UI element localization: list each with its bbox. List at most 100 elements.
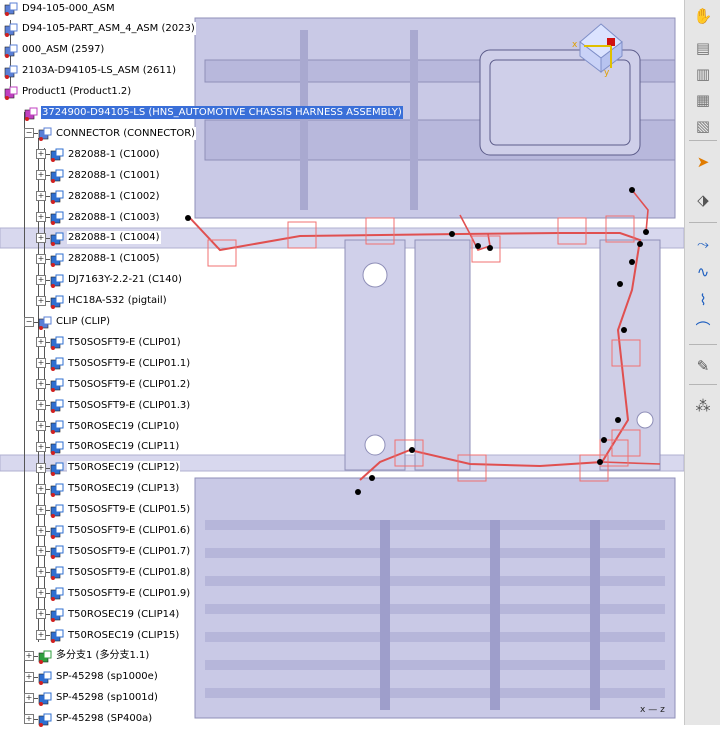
bundle-icon[interactable]: ∿	[696, 263, 710, 281]
tree-node-label: SP-45298 (SP400a)	[55, 712, 154, 726]
tree-expand-toggle[interactable]: +	[36, 567, 46, 578]
tree-node[interactable]: T50SOSFT9-E (CLIP01.5)	[50, 501, 192, 519]
select-arrow-icon[interactable]: ➤	[696, 153, 710, 171]
tree-node-label: HC18A-S32 (pigtail)	[67, 294, 168, 308]
tree-node[interactable]: T50ROSEC19 (CLIP14)	[50, 605, 181, 623]
tree-expand-toggle[interactable]: +	[36, 462, 46, 473]
copy-icon[interactable]: ▥	[695, 65, 711, 83]
tree-expand-toggle[interactable]: +	[36, 295, 46, 306]
tree-expand-toggle[interactable]: +	[36, 504, 46, 515]
tree-expand-toggle[interactable]: +	[36, 149, 46, 160]
tree-node[interactable]: SP-45298 (sp1000e)	[38, 668, 159, 686]
tree-node-label: DJ7163Y-2.2-21 (C140)	[67, 273, 183, 287]
clip-part-icon	[50, 461, 64, 476]
tree-node[interactable]: 282088-1 (C1005)	[50, 250, 161, 268]
tree-node-label: SP-45298 (sp1001d)	[55, 691, 159, 705]
tree-expand-toggle[interactable]: −	[24, 128, 34, 139]
tree-node[interactable]: DJ7163Y-2.2-21 (C140)	[50, 271, 183, 289]
layer-icon[interactable]: ▧	[695, 117, 711, 135]
tree-expand-toggle[interactable]: +	[24, 671, 34, 682]
specification-tree[interactable]: D94-105-000_ASM D94-105-PART_ASM_4_ASM (2…	[0, 0, 403, 728]
toolbar-separator	[689, 140, 717, 141]
tree-node[interactable]: SP-45298 (SP400a)	[38, 710, 154, 728]
tree-expand-toggle[interactable]: +	[36, 588, 46, 599]
tree-expand-toggle[interactable]: +	[24, 650, 34, 661]
tree-node[interactable]: 282088-1 (C1000)	[50, 145, 161, 163]
tree-expand-toggle[interactable]: +	[36, 253, 46, 264]
tree-expand-toggle[interactable]: +	[36, 358, 46, 369]
chassis-bottom-slat	[205, 576, 665, 586]
harness-node	[617, 281, 623, 287]
pencil-icon[interactable]: ✎	[696, 357, 710, 375]
tree-node[interactable]: T50SOSFT9-E (CLIP01.8)	[50, 563, 192, 581]
toolbar-separator	[689, 344, 717, 345]
network-icon[interactable]: ⁂	[695, 397, 711, 415]
tree-node[interactable]: 2103A-D94105-LS_ASM (2611)	[4, 62, 177, 80]
tree-node[interactable]: HC18A-S32 (pigtail)	[50, 292, 168, 310]
tree-node[interactable]: 000_ASM (2597)	[4, 41, 106, 59]
tree-expand-toggle[interactable]: +	[36, 379, 46, 390]
tree-guide-line	[24, 112, 25, 720]
tree-node[interactable]: CONNECTOR (CONNECTOR)	[38, 124, 197, 142]
tree-node[interactable]: 282088-1 (C1004)	[50, 229, 161, 247]
select-mode-icon[interactable]: ⬗	[697, 191, 709, 209]
tree-expand-toggle[interactable]: +	[36, 191, 46, 202]
tree-expand-toggle[interactable]: +	[36, 170, 46, 181]
route-icon[interactable]: ⤳	[696, 235, 709, 253]
tree-expand-toggle[interactable]: +	[36, 441, 46, 452]
tree-expand-toggle[interactable]: +	[36, 400, 46, 411]
tree-node[interactable]: T50SOSFT9-E (CLIP01.3)	[50, 396, 192, 414]
tree-expand-toggle[interactable]: +	[36, 525, 46, 536]
tree-node[interactable]: Product1 (Product1.2)	[4, 83, 133, 101]
tree-node[interactable]: 多分支1 (多分支1.1)	[38, 647, 151, 665]
tree-expand-toggle[interactable]: −	[24, 316, 34, 327]
tree-expand-toggle[interactable]: +	[36, 337, 46, 348]
tree-node[interactable]: T50SOSFT9-E (CLIP01.9)	[50, 584, 192, 602]
tree-node[interactable]: 282088-1 (C1002)	[50, 187, 161, 205]
tree-expand-toggle[interactable]: +	[36, 232, 46, 243]
tree-node[interactable]: T50SOSFT9-E (CLIP01.1)	[50, 354, 192, 372]
tree-node[interactable]: D94-105-000_ASM	[4, 0, 116, 17]
tree-node[interactable]: 282088-1 (C1003)	[50, 208, 161, 226]
3d-viewport[interactable]: x y x — z	[0, 0, 684, 725]
tree-expand-toggle[interactable]: +	[36, 609, 46, 620]
tree-expand-toggle[interactable]: +	[36, 630, 46, 640]
tree-node[interactable]: T50ROSEC19 (CLIP15)	[50, 626, 181, 644]
tree-expand-toggle[interactable]: +	[36, 546, 46, 557]
connector-part-icon	[50, 210, 64, 225]
tree-node[interactable]: T50SOSFT9-E (CLIP01.2)	[50, 375, 192, 393]
tree-expand-toggle[interactable]: +	[24, 713, 34, 724]
branch-icon[interactable]: ⌇	[699, 291, 707, 309]
tree-node[interactable]: T50ROSEC19 (CLIP12)	[50, 459, 181, 477]
tree-node[interactable]: T50SOSFT9-E (CLIP01.7)	[50, 542, 192, 560]
tree-expand-toggle[interactable]: +	[24, 692, 34, 703]
tree-expand-toggle[interactable]: +	[36, 483, 46, 494]
tree-node[interactable]: T50SOSFT9-E (CLIP01)	[50, 333, 182, 351]
compass-icon[interactable]: x y	[570, 18, 632, 80]
battery-box-inner	[489, 59, 631, 146]
tree-node-label: 282088-1 (C1001)	[67, 168, 161, 182]
connector-part-icon	[50, 231, 64, 246]
tree-node[interactable]: T50ROSEC19 (CLIP10)	[50, 417, 181, 435]
tree-node[interactable]: T50ROSEC19 (CLIP11)	[50, 438, 181, 456]
save-icon[interactable]: ▤	[695, 39, 711, 57]
tree-node-label: T50SOSFT9-E (CLIP01.6)	[67, 524, 192, 537]
tree-expand-toggle[interactable]: +	[36, 212, 46, 222]
tree-node-label: T50ROSEC19 (CLIP12)	[67, 461, 181, 475]
tree-node[interactable]: D94-105-PART_ASM_4_ASM (2023)	[4, 20, 196, 38]
paste-icon[interactable]: ▦	[695, 91, 711, 109]
tree-node[interactable]: T50ROSEC19 (CLIP13)	[50, 480, 181, 498]
hand-icon[interactable]: ✋	[693, 7, 713, 25]
tree-expand-toggle[interactable]: +	[36, 274, 46, 285]
tree-node[interactable]: 3724900-D94105-LS (HNS_AUTOMOTIVE CHASSI…	[24, 104, 403, 122]
tree-node[interactable]: T50SOSFT9-E (CLIP01.6)	[50, 522, 192, 540]
splice-part-icon	[38, 670, 52, 685]
tree-node-label: 282088-1 (C1005)	[67, 252, 161, 266]
chassis-bottom-slat	[205, 604, 665, 614]
tree-node-label: D94-105-PART_ASM_4_ASM (2023)	[21, 22, 196, 36]
tree-node[interactable]: CLIP (CLIP)	[38, 313, 112, 331]
tree-node[interactable]: SP-45298 (sp1001d)	[38, 689, 159, 707]
tree-node[interactable]: 282088-1 (C1001)	[50, 166, 161, 184]
protect-icon[interactable]: ⌒	[695, 319, 711, 338]
tree-expand-toggle[interactable]: +	[36, 421, 46, 431]
